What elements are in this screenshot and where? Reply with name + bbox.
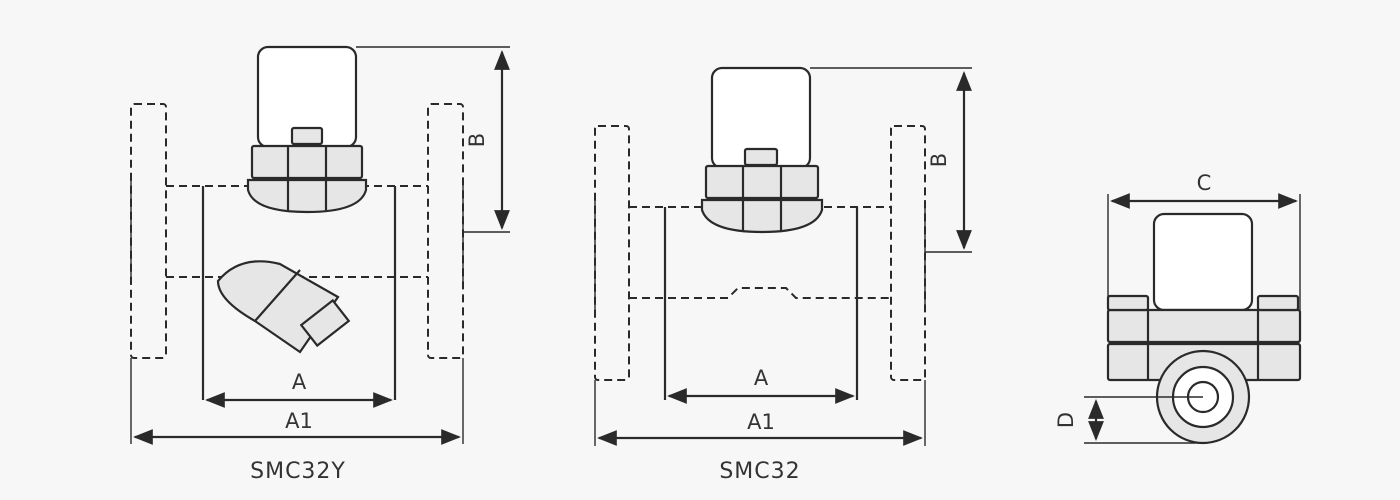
bolt-head-right xyxy=(1256,294,1300,312)
bonnet-base xyxy=(246,178,368,214)
dim-b-label: B xyxy=(465,133,489,147)
view-side: C D xyxy=(1054,171,1302,445)
dim-a1-label: A1 xyxy=(285,409,313,433)
dim-b-label: B xyxy=(927,153,951,167)
top-nut xyxy=(290,126,324,146)
dim-a-label: A xyxy=(292,370,307,394)
caption-smc32: SMC32 xyxy=(719,459,800,484)
right-flange xyxy=(427,103,464,359)
strainer-plug xyxy=(299,298,351,348)
dim-d-label: D xyxy=(1054,412,1078,428)
bore-bottom-line xyxy=(629,287,891,299)
cap xyxy=(1152,212,1254,312)
dim-c-label: C xyxy=(1197,171,1212,195)
view-smc32: B A A1 SMC32 xyxy=(594,66,972,484)
dim-a-label: A xyxy=(754,366,769,390)
left-flange xyxy=(130,103,167,359)
dim-a1-label: A1 xyxy=(747,410,775,434)
view-smc32y: B A A1 SMC32Y xyxy=(130,45,510,484)
hex-nut xyxy=(704,164,820,200)
cover-plate xyxy=(1106,308,1302,344)
top-nut xyxy=(743,147,779,167)
bolt-head-left xyxy=(1106,294,1150,312)
left-flange xyxy=(594,125,630,381)
hex-nut xyxy=(250,144,364,180)
right-flange xyxy=(890,125,926,381)
bonnet-base xyxy=(700,198,824,234)
caption-smc32y: SMC32Y xyxy=(250,459,346,484)
